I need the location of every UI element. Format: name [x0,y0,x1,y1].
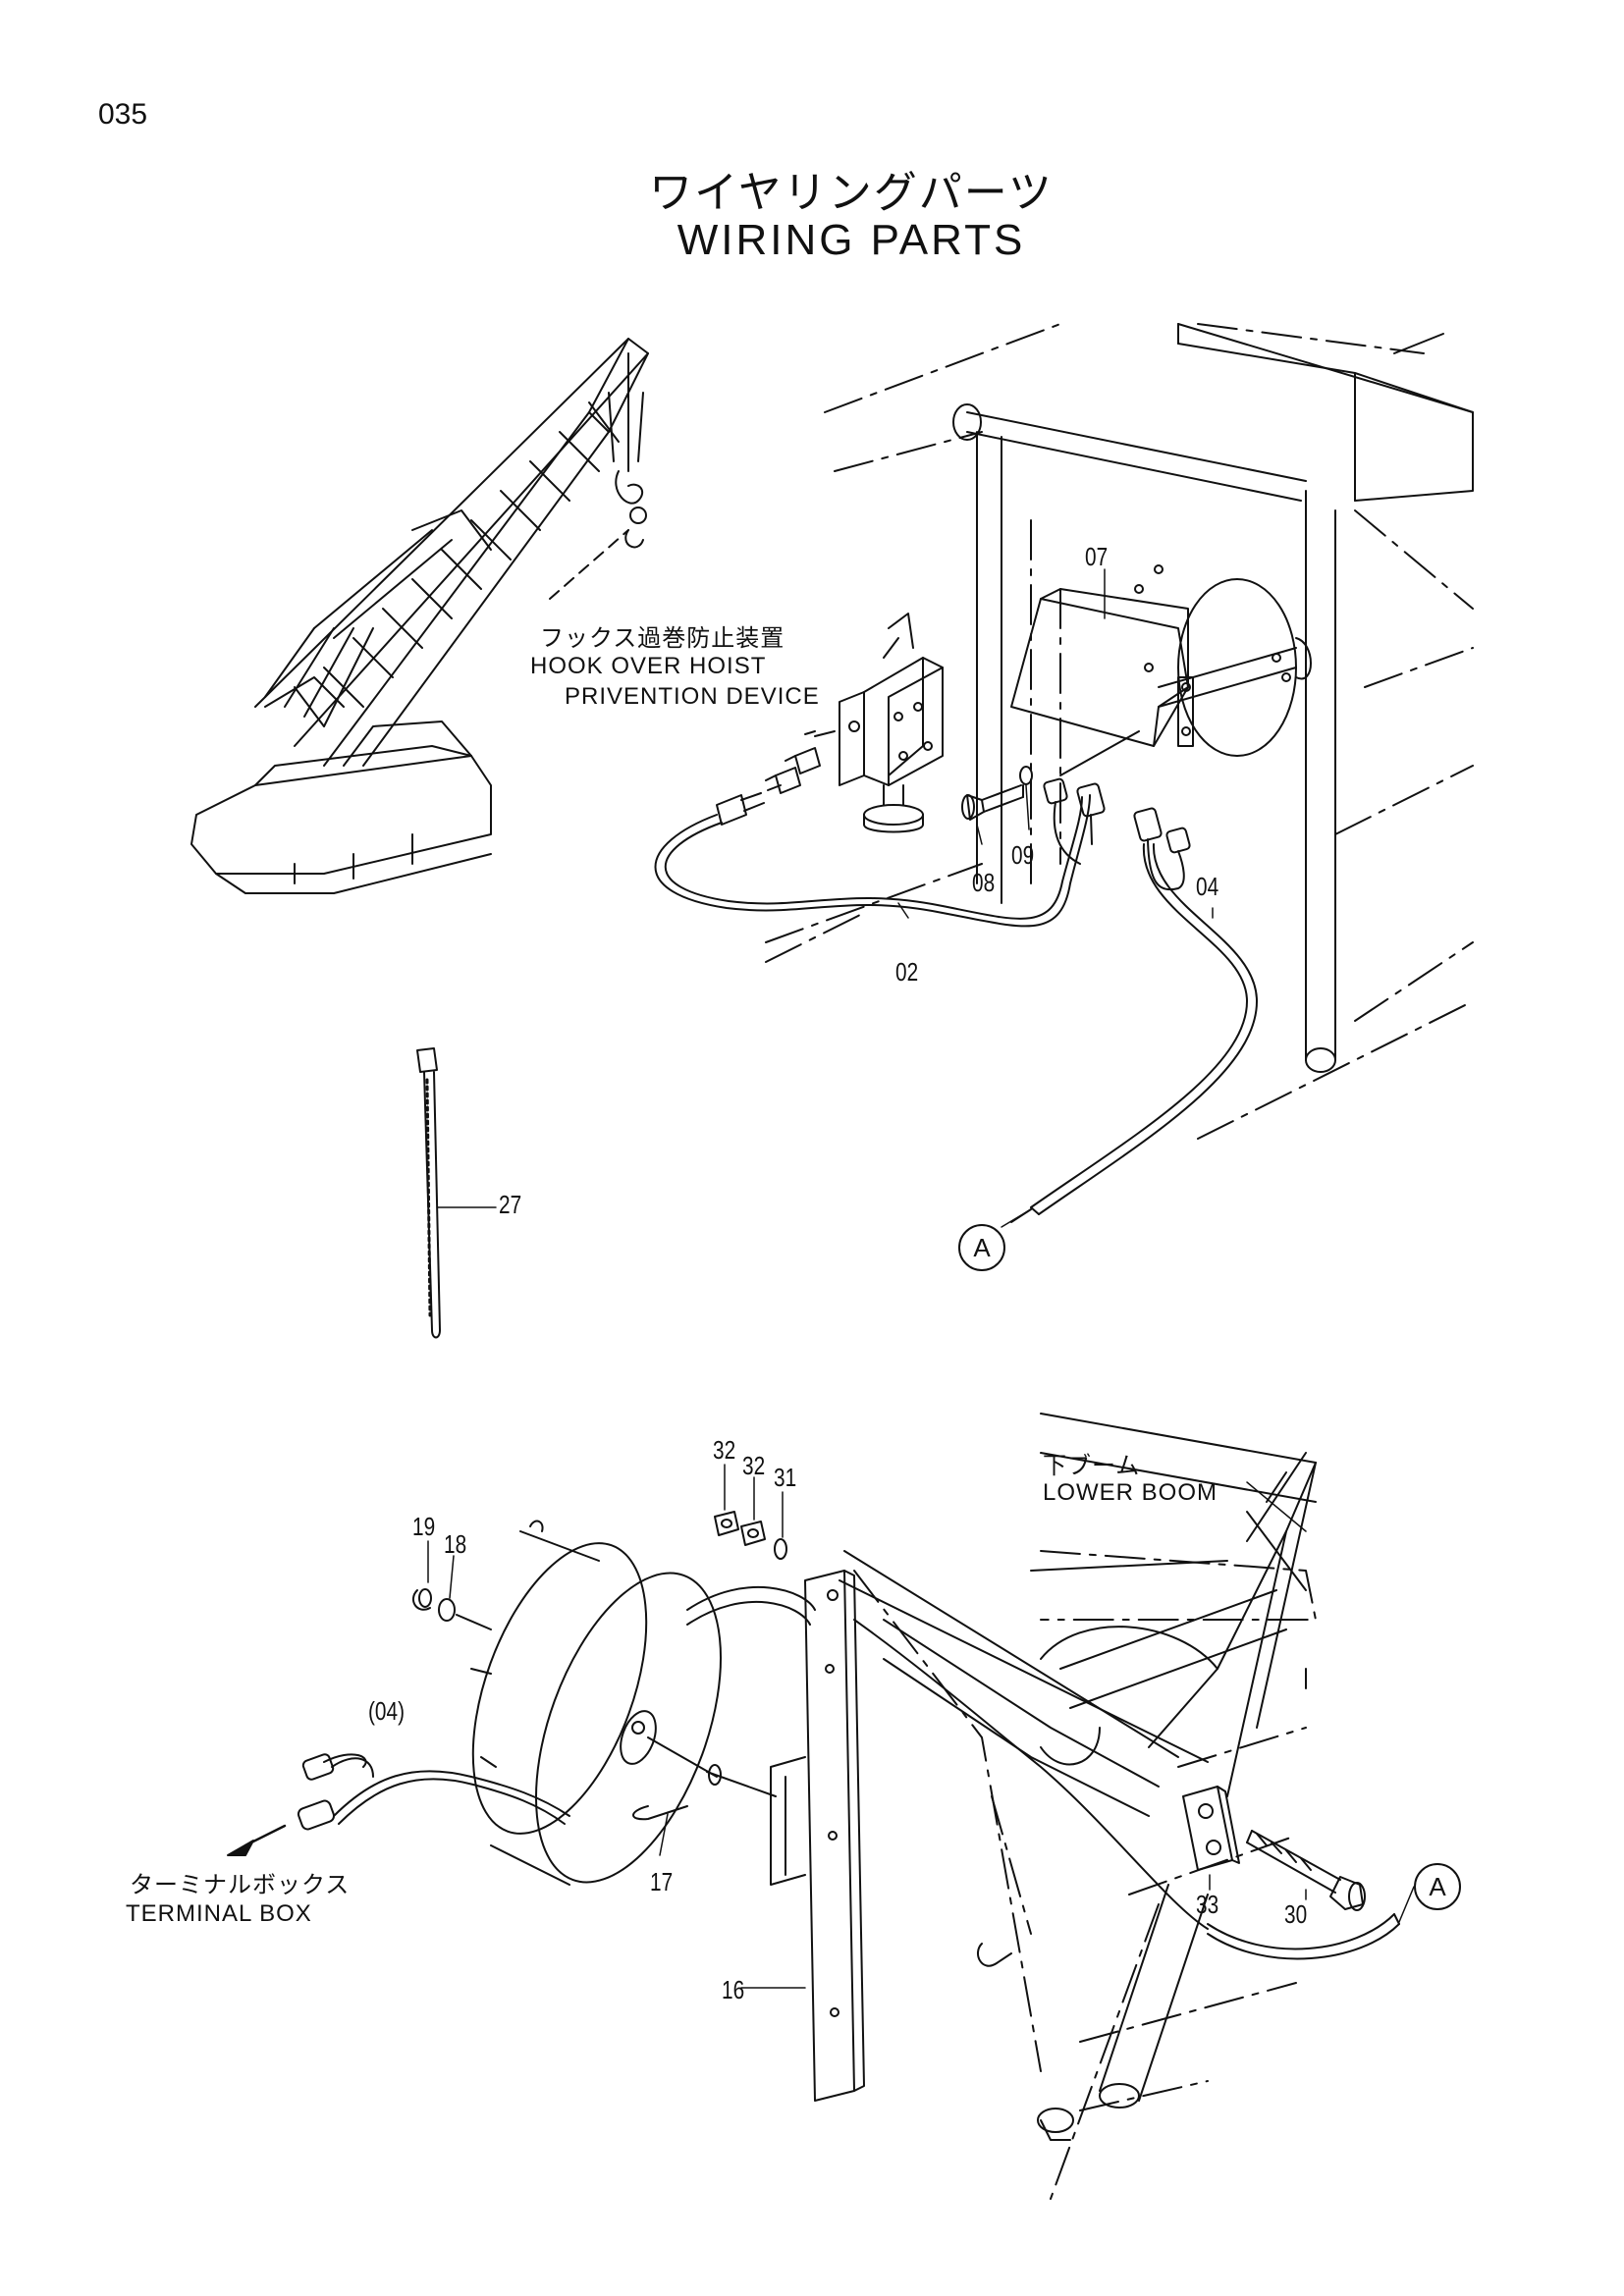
part-number-04: 04 [1196,872,1219,901]
part-number-09: 09 [1011,840,1035,870]
bracket-33 [1182,1786,1240,1891]
cable-04-lower [227,1753,570,1856]
bolt-30 [1246,1830,1366,1911]
plate-16 [770,1570,865,2102]
nut-32a [714,1511,739,1536]
part-number-07: 07 [1085,542,1109,571]
part-number-30: 30 [1284,1899,1308,1929]
cable-tie-27 [416,1047,497,1339]
part-number-33: 33 [1196,1890,1219,1919]
connector-callout-a-bottom: A [1414,1863,1461,1910]
bolt-08 [961,784,1024,821]
pin-19 [411,1540,432,1611]
hook-over-hoist-device [804,613,944,833]
part-number-31: 31 [774,1463,797,1492]
leader-lines-lower [740,1481,1415,1989]
part-number-02: 02 [895,957,919,987]
washer-18 [438,1555,492,1630]
connector-callout-a-top: A [958,1224,1005,1271]
leader-lines-nuts [724,1464,784,1538]
lower-boom-label-jp: 下ブーム [1043,1452,1141,1479]
page-number: 035 [98,98,148,131]
terminal-box-label-jp: ターミナルボックス [130,1871,351,1898]
hook-device-label-en2: PRIVENTION DEVICE [565,683,820,710]
part-number-16: 16 [722,1975,745,2004]
nut-32b [740,1521,766,1546]
part-number-17: 17 [650,1867,674,1896]
part-number-32a: 32 [713,1435,736,1465]
leader-lines-top [897,568,1214,1228]
washer-09 [1019,766,1033,785]
cable-02 [654,747,1091,928]
part-number-04-ref: (04) [368,1696,405,1726]
cable-reel [470,1520,816,1886]
part-number-08: 08 [972,868,996,897]
pin-17 [632,1805,688,1856]
cable-04 [1010,843,1258,1223]
part-number-19: 19 [412,1512,436,1541]
title-japanese: ワイヤリングパーツ [649,168,1054,218]
part-number-27: 27 [499,1190,522,1219]
terminal-box-label-en: TERMINAL BOX [126,1900,312,1927]
title-english: WIRING PARTS [677,216,1026,264]
connector-plugs [1043,777,1191,891]
lower-boom-label-en: LOWER BOOM [1043,1479,1218,1506]
washer-31 [774,1538,787,1560]
part-number-32b: 32 [742,1451,766,1480]
lower-boom-frame [843,1413,1317,2200]
hook-device-label-en1: HOOK OVER HOIST [530,653,767,679]
hook-device-label-jp: フックス過巻防止装置 [540,624,785,652]
part-number-18: 18 [444,1529,467,1559]
upper-frame [765,323,1474,1140]
cable-lower [839,1579,1400,1960]
terminal-box-07 [1010,588,1194,776]
crane-illustration [190,338,649,894]
